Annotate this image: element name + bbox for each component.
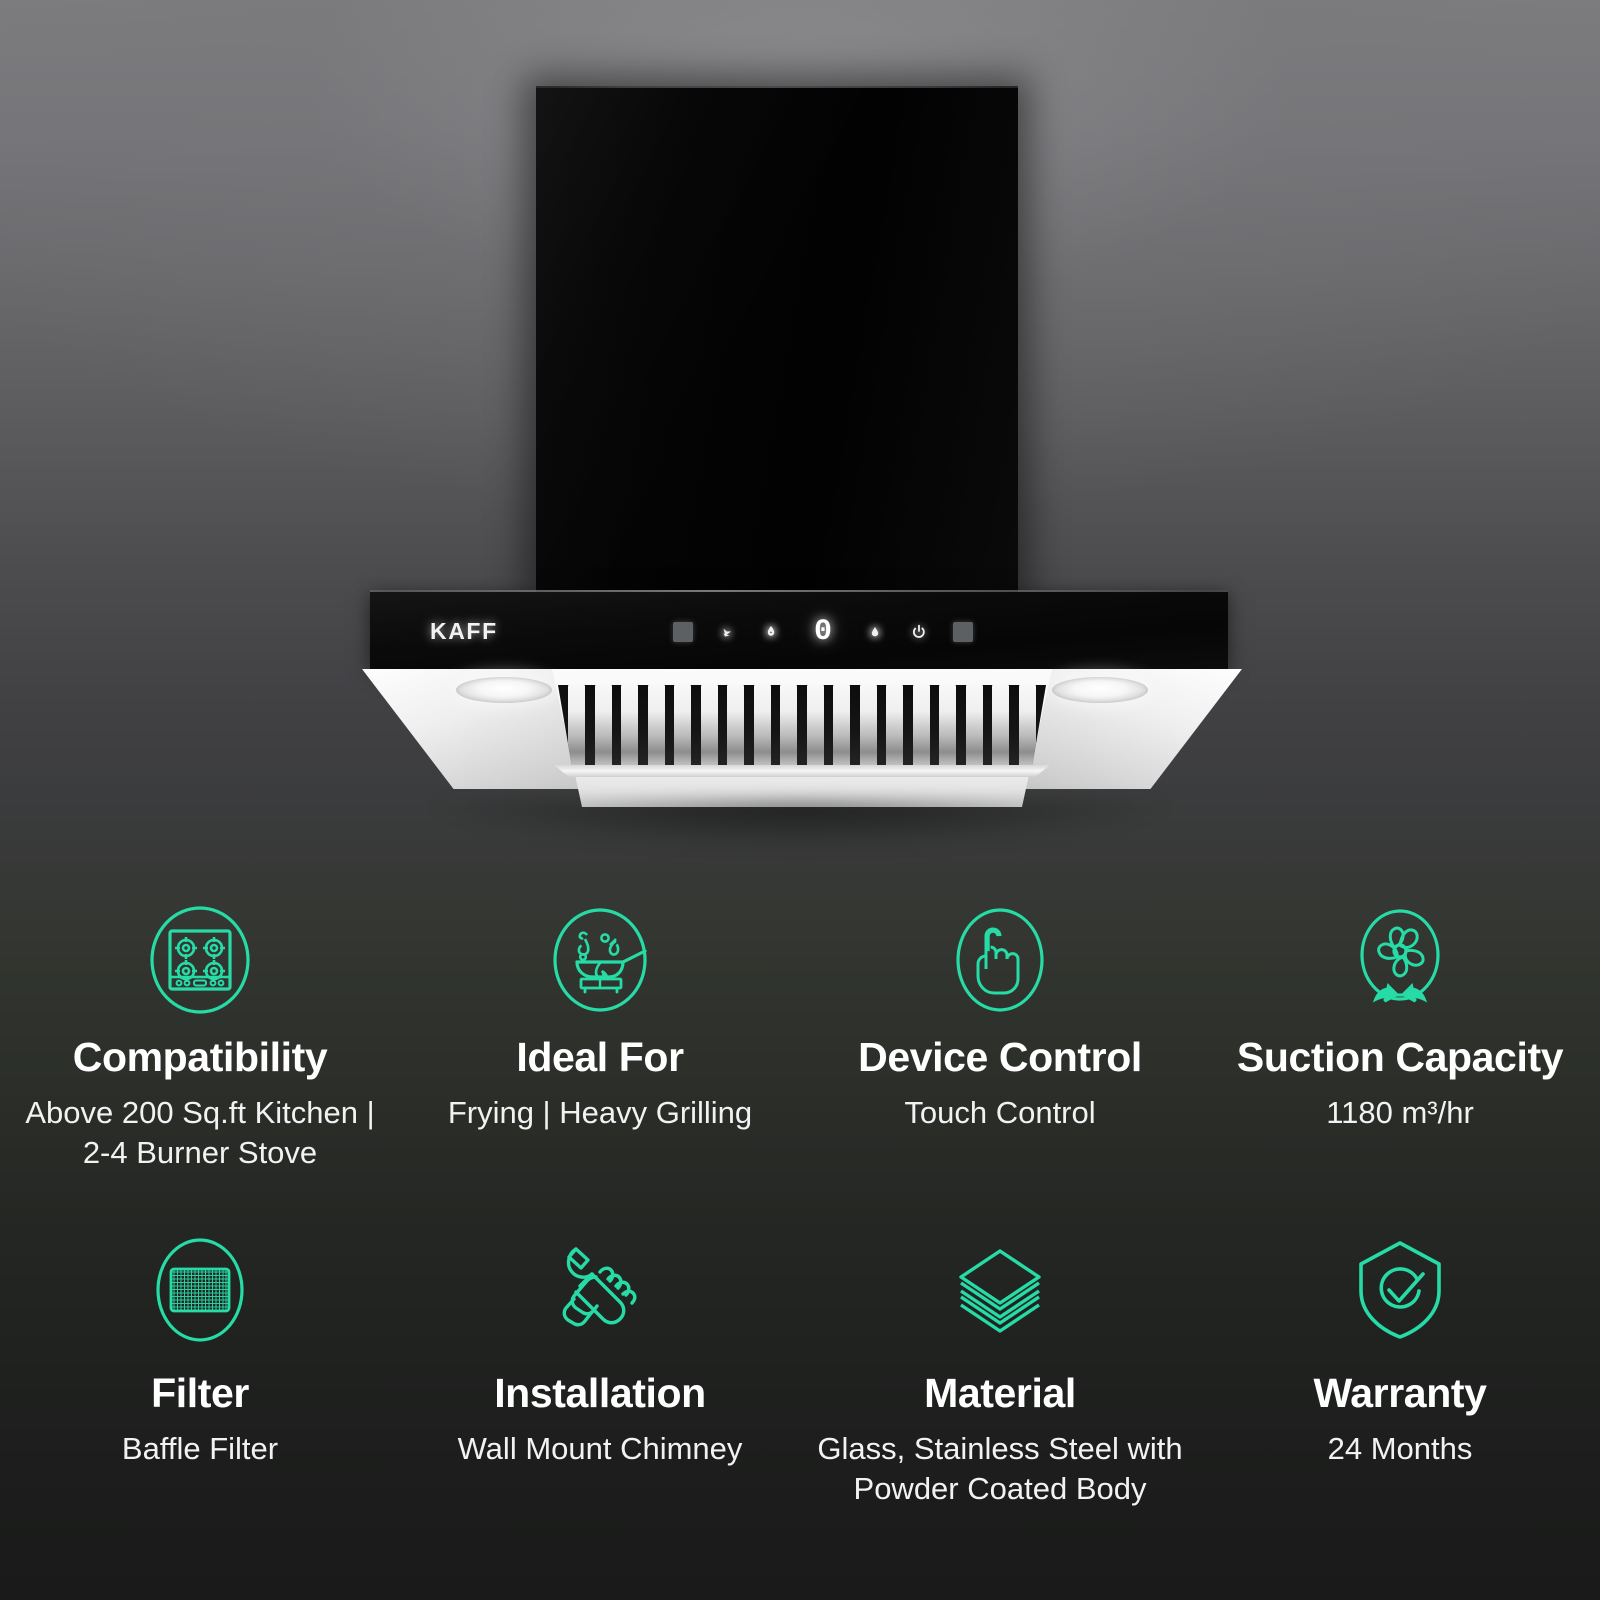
feature-installation: Installation Wall Mount Chimney — [400, 1230, 800, 1600]
feature-title: Installation — [494, 1370, 706, 1416]
touch-control-panel[interactable]: 0 — [672, 617, 974, 647]
led-light-right — [1052, 677, 1148, 703]
baffle-slat — [727, 685, 745, 771]
layers-icon — [941, 1230, 1059, 1350]
feature-desc: 1180 m³/hr — [1326, 1095, 1474, 1131]
baffle-slat — [965, 685, 983, 771]
wrench-hand-icon — [538, 1230, 663, 1350]
shield-check-icon — [1341, 1230, 1459, 1350]
baffle-filter-grill — [558, 685, 1046, 771]
feature-device-control: Device Control Touch Control — [800, 900, 1200, 1230]
square-indicator-icon — [673, 622, 693, 642]
feature-title: Ideal For — [516, 1034, 684, 1080]
chimney-duct — [536, 88, 1018, 593]
baffle-filter-lip — [554, 765, 1050, 777]
fan-airflow-icon — [1335, 900, 1465, 1020]
baffle-slat — [1019, 685, 1036, 771]
touch-hand-icon — [941, 900, 1059, 1020]
feature-desc: Frying | Heavy Grilling — [447, 1095, 753, 1131]
fan-up-icon — [871, 627, 879, 637]
baffle-slat — [833, 685, 851, 771]
feature-grid: Compatibility Above 200 Sq.ft Kitchen | … — [0, 900, 1600, 1600]
hood-glass-panel — [370, 592, 1228, 670]
baffle-slat — [806, 685, 824, 771]
feature-desc: Baffle Filter — [121, 1431, 279, 1467]
feature-title: Device Control — [858, 1034, 1142, 1080]
baffle-slat — [780, 685, 798, 771]
feature-material: Material Glass, Stainless Steel with Pow… — [800, 1230, 1200, 1600]
power-icon — [912, 624, 925, 638]
right-indicator-button[interactable] — [952, 619, 974, 645]
feature-desc: Touch Control — [904, 1095, 1096, 1131]
speed-display: 0 — [814, 615, 833, 649]
feature-title: Suction Capacity — [1236, 1034, 1564, 1080]
power-button[interactable] — [908, 619, 930, 645]
feature-title: Filter — [151, 1370, 249, 1416]
feature-title: Material — [924, 1370, 1076, 1416]
baffle-slat — [594, 685, 612, 771]
feature-compatibility: Compatibility Above 200 Sq.ft Kitchen | … — [0, 900, 400, 1230]
feature-desc: Glass, Stainless Steel with Powder Coate… — [817, 1431, 1183, 1506]
baffle-slat — [992, 685, 1010, 771]
square-indicator-icon — [953, 622, 974, 642]
gas-stove-icon — [141, 900, 259, 1020]
fan-down-button[interactable] — [716, 619, 738, 645]
feature-desc: 24 Months — [1327, 1431, 1473, 1467]
feature-ideal-for: Ideal For Frying | Heavy Grilling — [400, 900, 800, 1230]
light-bulb-icon — [767, 626, 775, 636]
feature-warranty: Warranty 24 Months — [1200, 1230, 1600, 1600]
frying-pan-flame-icon — [541, 900, 659, 1020]
feature-title: Warranty — [1313, 1370, 1487, 1416]
baffle-slat — [700, 685, 718, 771]
light-button[interactable] — [760, 619, 782, 645]
baffle-filter-icon — [141, 1230, 259, 1350]
feature-desc: Above 200 Sq.ft Kitchen | 2-4 Burner Sto… — [25, 1095, 375, 1170]
feature-filter: Filter Baffle Filter — [0, 1230, 400, 1600]
baffle-slat — [886, 685, 904, 771]
left-indicator-button[interactable] — [672, 619, 694, 645]
fan-up-button[interactable] — [864, 619, 886, 645]
chimney-body-shell — [362, 669, 1242, 809]
hood-glass-top-edge — [370, 590, 1228, 593]
baffle-slat — [912, 685, 930, 771]
baffle-slat — [568, 685, 585, 771]
baffle-slat — [753, 685, 771, 771]
fan-down-icon — [723, 628, 732, 637]
brand-logo-kaff: KAFF — [430, 618, 498, 644]
baffle-slat — [859, 685, 877, 771]
feature-desc: Wall Mount Chimney — [457, 1431, 743, 1467]
product-drop-shadow — [430, 800, 1170, 848]
led-light-left — [456, 677, 552, 703]
product-image-chimney: KAFF 0 — [362, 86, 1242, 848]
baffle-slat — [939, 685, 957, 771]
feature-suction-capacity: Suction Capacity 1180 m³/hr — [1200, 900, 1600, 1230]
feature-title: Compatibility — [72, 1034, 328, 1080]
baffle-slat — [674, 685, 692, 771]
baffle-slat — [647, 685, 665, 771]
baffle-slat — [621, 685, 639, 771]
